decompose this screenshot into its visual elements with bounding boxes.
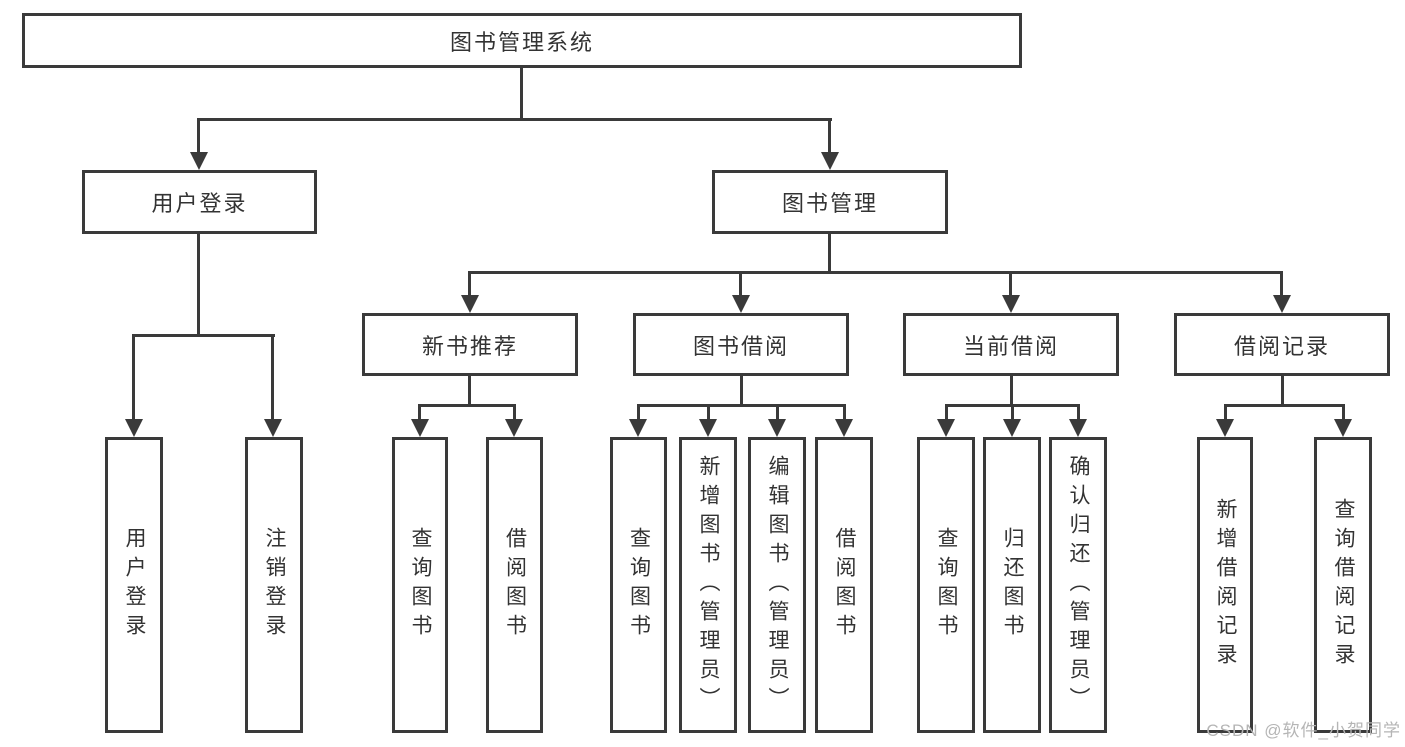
arrowhead-down-icon	[1003, 419, 1021, 437]
node-current-borrowing-label: 当前借阅	[962, 333, 1059, 359]
connector-level2-bus	[197, 118, 832, 121]
arrowhead-down-icon	[125, 419, 143, 437]
arrowhead-down-icon	[699, 419, 717, 437]
arrowhead-down-icon	[732, 295, 750, 313]
node-query-books-recommend: 查询图书	[392, 437, 448, 733]
arrowhead-down-icon	[1334, 419, 1352, 437]
node-book-borrowing: 图书借阅	[633, 313, 849, 376]
connector-drop	[132, 334, 135, 421]
node-query-books-current: 查询图书	[917, 437, 975, 733]
node-book-management-label: 图书管理	[781, 191, 878, 216]
connector-group-bus	[418, 404, 516, 407]
arrowhead-down-icon	[190, 152, 208, 170]
leaf-label: 归还图书	[1001, 527, 1024, 643]
arrowhead-down-icon	[1069, 419, 1087, 437]
node-user-login-leaf: 用户登录	[105, 437, 163, 733]
node-logout: 注销登录	[245, 437, 303, 733]
connector-root-stem	[520, 68, 523, 119]
connector-drop	[468, 271, 471, 299]
connector-group-stem	[1010, 376, 1013, 407]
arrowhead-down-icon	[821, 152, 839, 170]
leaf-label: 查询图书	[627, 527, 651, 643]
connector-drop	[1011, 404, 1014, 423]
node-user-login-label: 用户登录	[151, 191, 248, 216]
connector-drop	[945, 404, 948, 423]
arrowhead-down-icon	[1273, 295, 1291, 313]
arrowhead-down-icon	[1216, 419, 1234, 437]
connector-group-stem	[740, 376, 743, 407]
node-query-borrow-record: 查询借阅记录	[1314, 437, 1372, 733]
node-book-management: 图书管理	[712, 170, 948, 234]
connector-group-bus	[1224, 404, 1344, 407]
node-new-book-recommend: 新书推荐	[362, 313, 578, 376]
node-edit-books-admin: 编辑图书（管理员）	[748, 437, 806, 733]
node-return-books: 归还图书	[983, 437, 1041, 733]
connector-drop	[418, 404, 421, 423]
node-book-borrowing-label: 图书借阅	[692, 333, 789, 359]
connector-drop	[1224, 404, 1227, 423]
node-borrowing-records-label: 借阅记录	[1233, 333, 1330, 359]
node-root: 图书管理系统	[22, 13, 1022, 68]
connector-drop	[1342, 404, 1345, 423]
connector-drop	[271, 334, 274, 421]
node-add-borrow-record: 新增借阅记录	[1197, 437, 1253, 733]
node-borrowing-records: 借阅记录	[1174, 313, 1390, 376]
connector-drop	[513, 404, 516, 423]
connector-group-stem	[1281, 376, 1284, 407]
arrowhead-down-icon	[937, 419, 955, 437]
connector-drop	[843, 404, 846, 423]
connector-drop	[637, 404, 640, 423]
connector-drop	[739, 271, 742, 299]
connector-book-mgmt-drop	[828, 118, 831, 154]
connector-group-stem	[468, 376, 471, 407]
leaf-label: 借阅图书	[833, 527, 856, 643]
arrowhead-down-icon	[1002, 295, 1020, 313]
arrowhead-down-icon	[505, 419, 523, 437]
node-root-label: 图书管理系统	[449, 29, 594, 55]
connector-drop	[1077, 404, 1080, 423]
connector-book-mgmt-stem	[828, 234, 831, 274]
node-new-book-recommend-label: 新书推荐	[421, 333, 518, 359]
leaf-label: 新增借阅记录	[1214, 498, 1237, 672]
leaf-label: 用户登录	[123, 527, 146, 643]
connector-user-login-stem	[197, 234, 200, 337]
arrowhead-down-icon	[461, 295, 479, 313]
leaf-label: 新增图书（管理员）	[697, 454, 720, 716]
node-query-books-borrow: 查询图书	[610, 437, 667, 733]
arrowhead-down-icon	[629, 419, 647, 437]
connector-drop	[1009, 271, 1012, 299]
leaf-label: 查询图书	[935, 527, 958, 643]
arrowhead-down-icon	[835, 419, 853, 437]
node-current-borrowing: 当前借阅	[903, 313, 1119, 376]
node-add-books-admin: 新增图书（管理员）	[679, 437, 737, 733]
leaf-label: 查询借阅记录	[1332, 498, 1355, 672]
node-borrow-books-recommend: 借阅图书	[486, 437, 543, 733]
arrowhead-down-icon	[264, 419, 282, 437]
leaf-label: 编辑图书（管理员）	[766, 454, 789, 716]
node-confirm-return-admin: 确认归还（管理员）	[1049, 437, 1107, 733]
connector-drop	[776, 404, 779, 423]
connector-user-login-bus	[132, 334, 275, 337]
leaf-label: 借阅图书	[503, 527, 527, 643]
node-user-login: 用户登录	[82, 170, 317, 234]
leaf-label: 确认归还（管理员）	[1067, 454, 1090, 716]
connector-group-bus	[637, 404, 845, 407]
arrowhead-down-icon	[411, 419, 429, 437]
connector-level3-bus	[468, 271, 1283, 274]
connector-drop	[707, 404, 710, 423]
leaf-label: 查询图书	[409, 527, 432, 643]
arrowhead-down-icon	[768, 419, 786, 437]
connector-user-login-drop	[197, 118, 200, 154]
node-borrow-books: 借阅图书	[815, 437, 873, 733]
connector-drop	[1280, 271, 1283, 299]
leaf-label: 注销登录	[263, 527, 286, 643]
